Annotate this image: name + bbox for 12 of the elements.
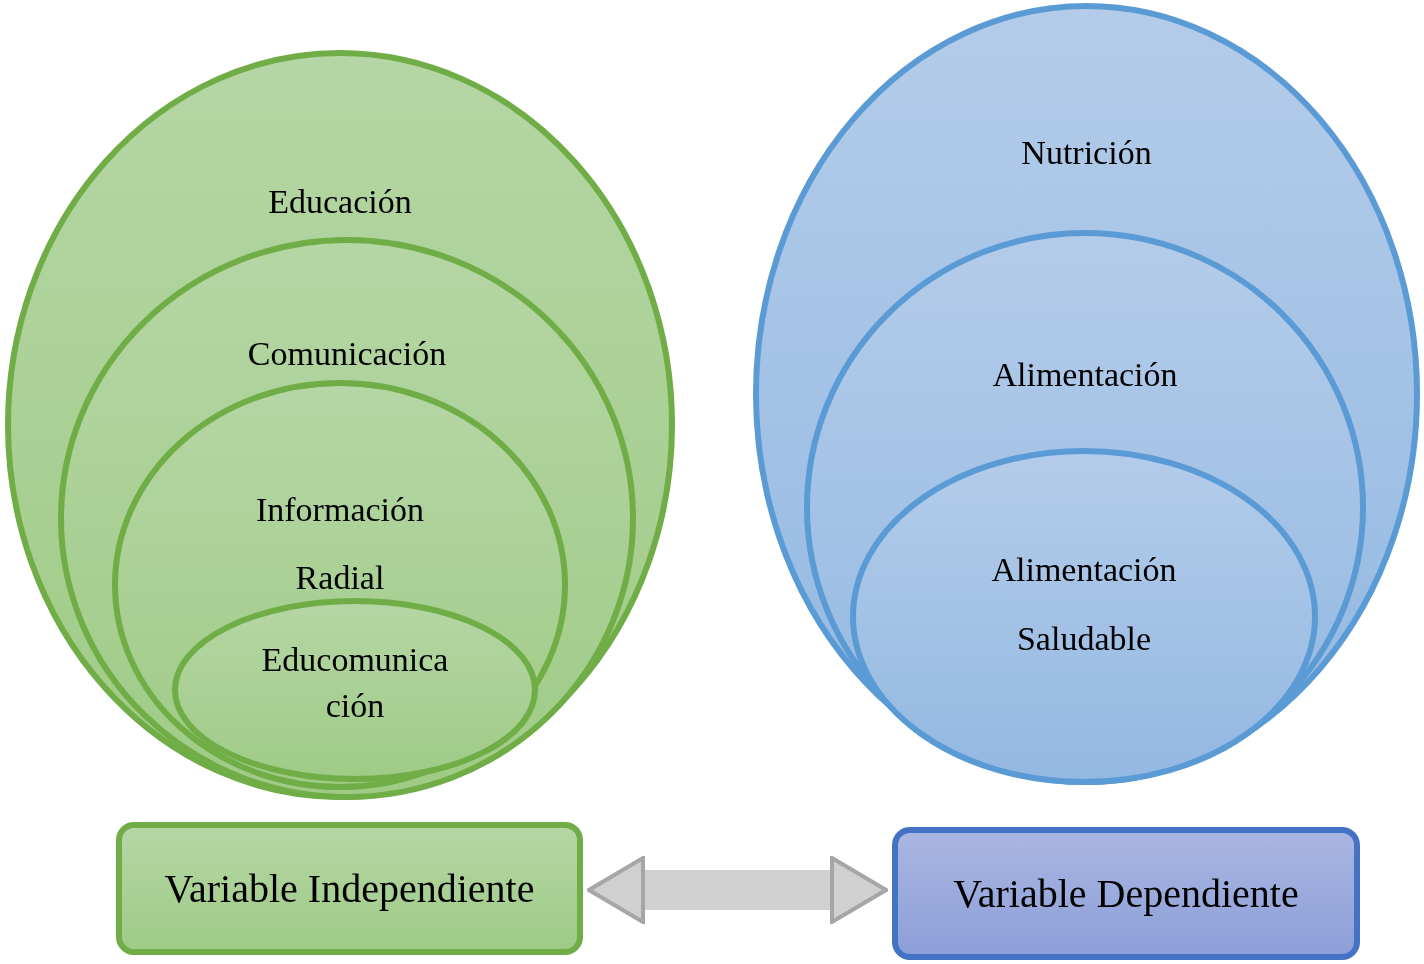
ellipse-label: Información Radial bbox=[254, 490, 425, 598]
box-label: Variable Dependiente bbox=[953, 870, 1299, 917]
ellipse-label: Comunicación bbox=[246, 334, 448, 374]
ellipse-label: Educomunica ción bbox=[260, 640, 450, 726]
variable-box bbox=[116, 822, 583, 955]
double-arrow bbox=[587, 856, 888, 924]
ellipse-label: Nutrición bbox=[1020, 133, 1153, 173]
ellipse-label: Educación bbox=[267, 182, 413, 222]
ellipse-label: Alimentación bbox=[991, 355, 1179, 395]
box-label: Variable Independiente bbox=[164, 865, 535, 912]
variable-box bbox=[892, 827, 1360, 960]
ellipse-label: Alimentación Saludable bbox=[990, 549, 1178, 659]
